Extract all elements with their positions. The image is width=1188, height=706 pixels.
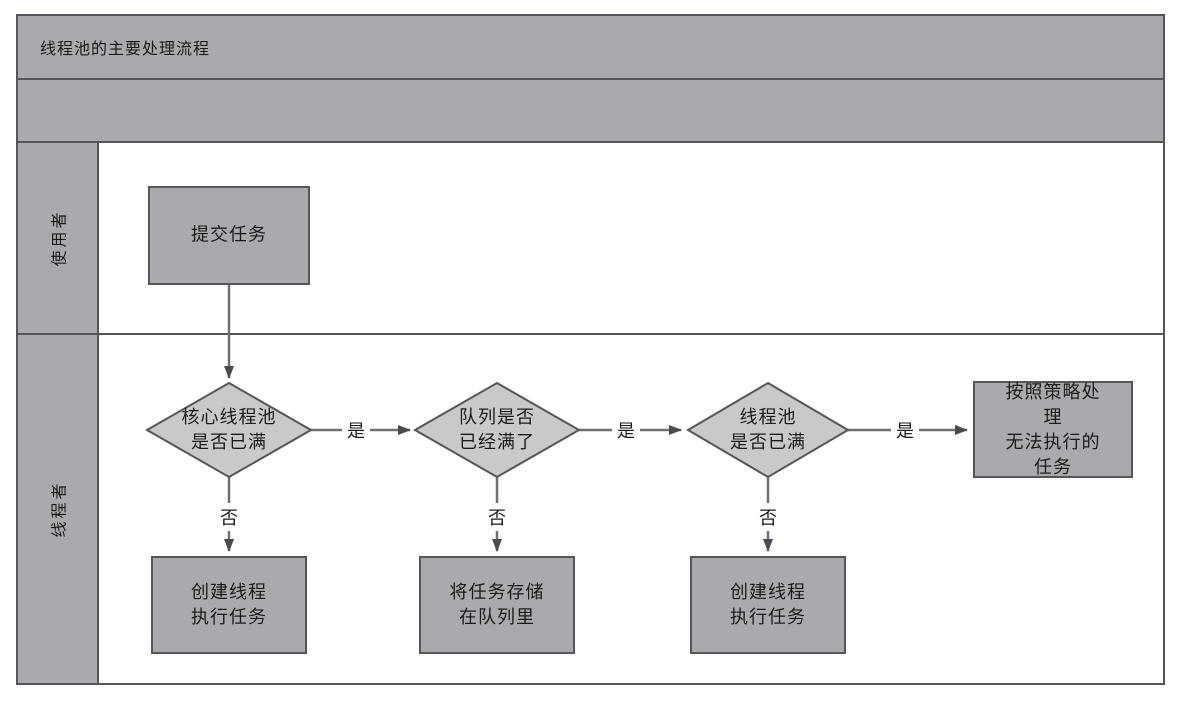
empty-header-band <box>18 80 1163 143</box>
lane-user-label: 使用者 <box>49 209 69 267</box>
diagram-title: 线程池的主要处理流程 <box>40 39 211 58</box>
lane-user-content <box>99 143 1163 333</box>
title-bar: 线程池的主要处理流程 <box>18 16 1163 80</box>
lane-threader-content <box>99 335 1163 683</box>
lane-user: 使用者 <box>18 143 1163 335</box>
lane-threader-label: 线程者 <box>49 480 69 538</box>
lane-threader-label-cell: 线程者 <box>18 335 99 683</box>
lane-threader: 线程者 <box>18 335 1163 683</box>
lane-user-label-cell: 使用者 <box>18 143 99 333</box>
flowchart-frame: 线程池的主要处理流程 使用者 线程者 <box>16 14 1165 685</box>
